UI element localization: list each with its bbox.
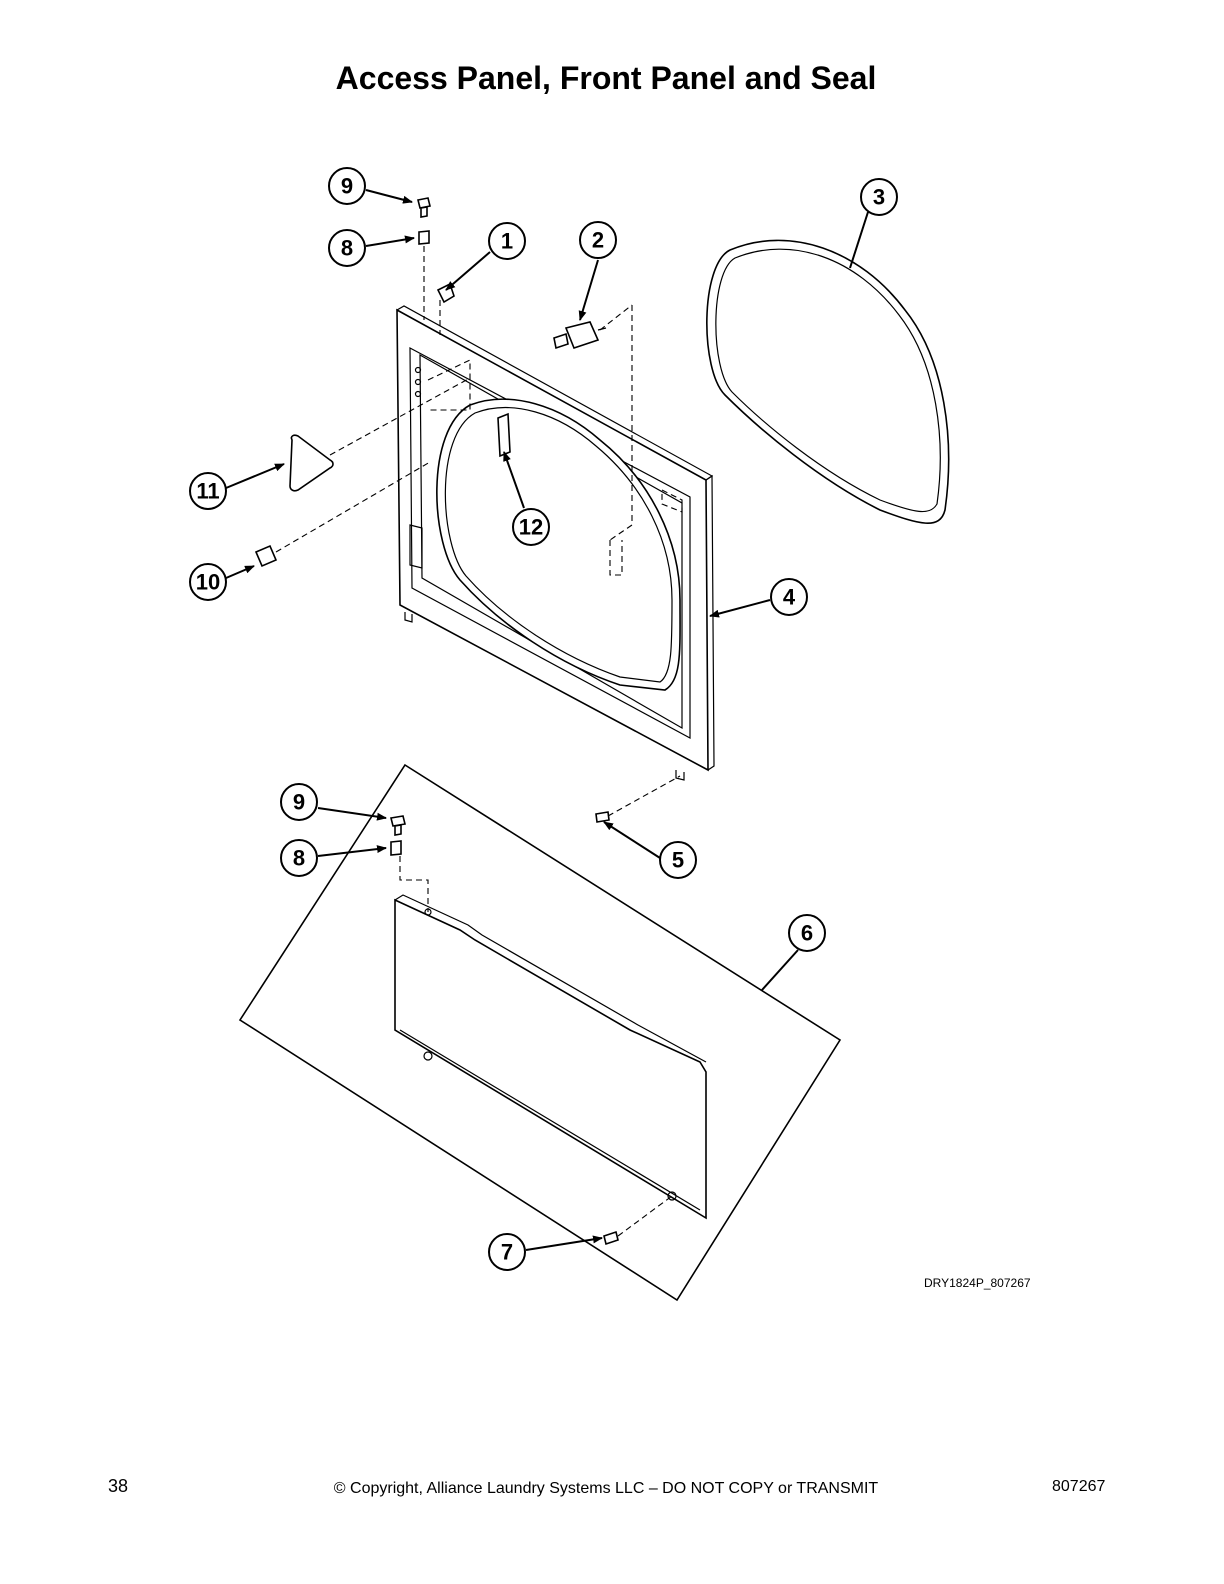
svg-text:10: 10 — [196, 570, 220, 595]
triangle-label-part — [289, 434, 334, 492]
callout-2: 2 — [579, 221, 617, 259]
figure-id: DRY1824P_807267 — [924, 1276, 1031, 1290]
svg-text:3: 3 — [873, 185, 885, 210]
page-title: Access Panel, Front Panel and Seal — [335, 60, 877, 96]
screw-5-part — [595, 811, 610, 823]
callout-3: 3 — [860, 178, 898, 216]
connector-part — [254, 544, 278, 568]
leader-lines — [225, 189, 869, 1251]
callout-8-upper: 8 — [328, 229, 366, 267]
svg-text:4: 4 — [783, 585, 796, 610]
callout-10: 10 — [189, 563, 227, 601]
svg-text:8: 8 — [341, 236, 353, 261]
svg-text:8: 8 — [293, 846, 305, 871]
page-number: 38 — [108, 1476, 129, 1496]
callout-12: 12 — [512, 508, 550, 546]
svg-text:11: 11 — [196, 479, 219, 504]
svg-text:9: 9 — [293, 790, 305, 815]
clip-part — [436, 282, 455, 304]
callout-11: 11 — [189, 472, 227, 510]
callout-8-lower: 8 — [280, 839, 318, 877]
svg-text:12: 12 — [519, 515, 543, 540]
door-switch-part — [553, 321, 607, 350]
screw-7-part — [603, 1230, 619, 1246]
svg-text:2: 2 — [592, 228, 604, 253]
document-number: 807267 — [1052, 1478, 1106, 1495]
svg-text:7: 7 — [501, 1240, 513, 1265]
callout-4: 4 — [770, 578, 808, 616]
lower-screw-and-spacer-parts — [390, 815, 406, 856]
assembly-dash-lines — [275, 246, 683, 1237]
callout-7: 7 — [488, 1233, 526, 1271]
door-strike-part — [497, 412, 511, 458]
svg-text:6: 6 — [801, 921, 813, 946]
callout-9-lower: 9 — [280, 783, 318, 821]
callout-5: 5 — [659, 841, 697, 879]
front-panel-part — [396, 305, 715, 781]
callout-9-upper: 9 — [328, 167, 366, 205]
callout-6: 6 — [788, 914, 826, 952]
upper-screw-and-spacer-parts — [417, 197, 431, 245]
svg-text:1: 1 — [501, 229, 513, 254]
door-seal-part — [706, 239, 950, 524]
copyright-notice: © Copyright, Alliance Laundry Systems LL… — [333, 1480, 879, 1497]
svg-text:5: 5 — [672, 848, 684, 873]
access-panel-part — [394, 894, 707, 1220]
callout-1: 1 — [488, 222, 526, 260]
svg-text:9: 9 — [341, 174, 353, 199]
